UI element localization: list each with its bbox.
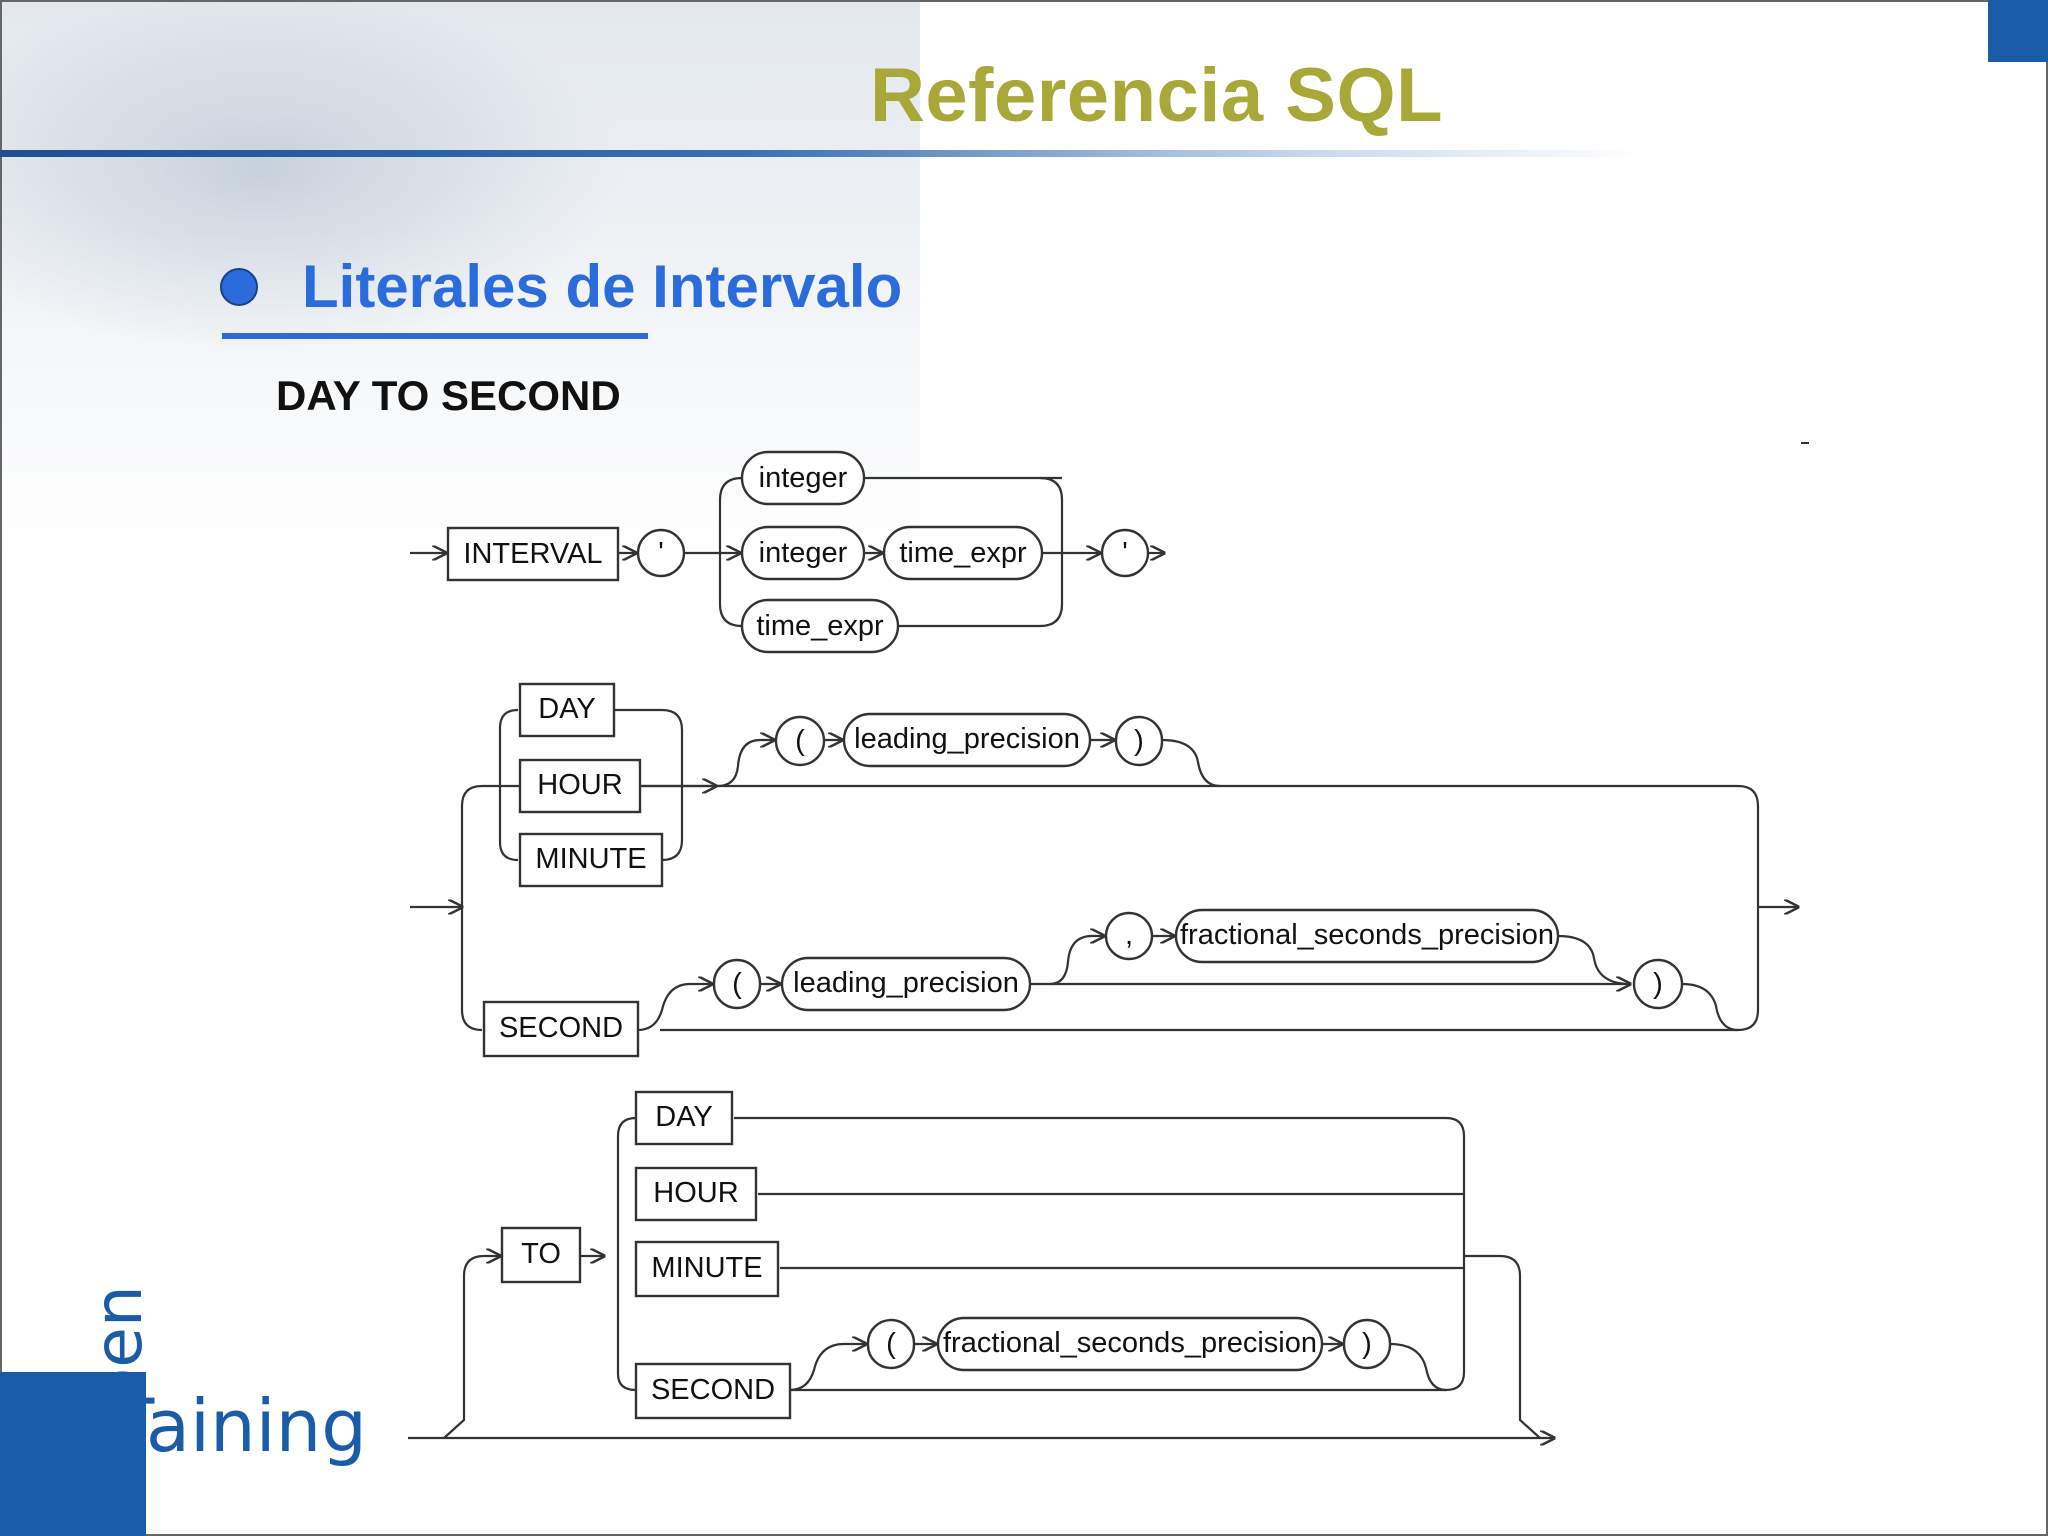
row3-opt-down — [1389, 1342, 1447, 1392]
integer-a-label: integer — [759, 462, 848, 494]
row2-sec-opt-down — [1681, 982, 1739, 1032]
integer-a-pill — [740, 450, 866, 506]
fractional-a-label: fractional_seconds_precision — [1180, 919, 1554, 951]
time-expr-b-pill — [740, 598, 900, 654]
logo-training-text: training — [88, 1384, 367, 1468]
leading-precision-b-pill — [780, 956, 1032, 1012]
frame-top-border — [0, 0, 2048, 2]
paren-close-c-symbol: ) — [1362, 1328, 1372, 1360]
fractional-b-label: fractional_seconds_precision — [943, 1327, 1317, 1359]
row2-frac-up — [1049, 936, 1104, 986]
row3-minute-keyword: MINUTE — [651, 1252, 762, 1284]
row2-opt-up — [717, 740, 774, 788]
row3-choice-merge — [790, 1116, 1466, 1392]
row3-hour-keyword: HOUR — [653, 1177, 738, 1209]
quote-close-symbol: ' — [1122, 537, 1128, 569]
leading-precision-a-pill — [842, 712, 1092, 768]
row1-lines — [410, 476, 1164, 628]
row2-sec-opt-up — [637, 984, 712, 1032]
integer-b-label: integer — [759, 537, 848, 569]
fractional-b-pill — [936, 1316, 1324, 1372]
to-keyword: TO — [521, 1238, 561, 1270]
fractional-a-pill — [1174, 908, 1560, 964]
row3-second-keyword: SECOND — [651, 1374, 775, 1406]
slide-title: Referencia SQL — [870, 53, 1443, 138]
row3-exit-down — [1464, 1254, 1541, 1439]
row2-outer-loop — [460, 784, 1760, 1032]
day-keyword: DAY — [538, 693, 595, 725]
row3-to-up — [443, 1256, 500, 1439]
minute-box — [518, 832, 664, 888]
paren-open-c-symbol: ( — [886, 1328, 896, 1360]
comma-pill — [1104, 911, 1154, 961]
leading-precision-b-label: leading_precision — [793, 967, 1019, 999]
row1-boxes: INTERVAL ' integer integer time_expr tim… — [446, 450, 1150, 654]
row1-branch-top — [718, 476, 743, 553]
paren-open-b-pill — [712, 958, 762, 1010]
row2-boxes: DAY HOUR MINUTE ( leading_precision ) SE… — [482, 682, 1684, 1058]
quote-open-symbol: ' — [658, 537, 664, 569]
row3-hour-box — [634, 1166, 758, 1222]
bullet-icon — [220, 268, 258, 306]
paren-close-b-symbol: ) — [1653, 968, 1663, 1000]
hour-box — [518, 758, 642, 814]
to-box — [500, 1226, 582, 1284]
time-expr-a-pill — [882, 525, 1044, 581]
logo-block — [0, 1372, 146, 1536]
frame-left-border — [0, 0, 2, 1536]
comma-symbol: , — [1125, 919, 1133, 951]
row3-day-keyword: DAY — [655, 1101, 712, 1133]
day-box — [518, 682, 616, 738]
frame-right-border — [2046, 0, 2048, 1536]
minute-keyword: MINUTE — [535, 843, 646, 875]
row3-lines — [408, 1116, 1554, 1439]
row2-lines — [410, 708, 1798, 1032]
time-expr-a-label: time_expr — [899, 537, 1027, 569]
frame-bottom-border — [0, 1534, 2048, 1536]
stray-dash — [1801, 442, 1809, 444]
row3-minute-box — [634, 1240, 780, 1298]
section-heading: Literales de Intervalo — [302, 253, 903, 320]
paren-close-c-pill — [1342, 1318, 1392, 1370]
quote-open-pill — [636, 528, 686, 578]
interval-keyword: INTERVAL — [463, 538, 602, 570]
paren-close-a-symbol: ) — [1134, 725, 1144, 757]
paren-open-a-pill — [774, 715, 826, 767]
row3-choice-bottom — [616, 1256, 637, 1392]
integer-b-pill — [740, 525, 866, 581]
paren-open-c-pill — [866, 1318, 916, 1370]
row3-opt-up — [789, 1344, 866, 1392]
paren-open-b-symbol: ( — [732, 968, 742, 1000]
row2-lower-branch — [460, 907, 483, 1032]
paren-open-a-symbol: ( — [795, 725, 805, 757]
row2-frac-down — [1557, 934, 1631, 986]
interval-box — [446, 526, 620, 582]
time-expr-b-label: time_expr — [756, 610, 884, 642]
row3-choice-top — [616, 1116, 637, 1256]
second-box — [482, 1000, 640, 1058]
paren-close-b-pill — [1632, 958, 1684, 1010]
subheading: DAY TO SECOND — [276, 372, 621, 419]
paren-close-a-pill — [1114, 715, 1164, 767]
row2-opt-down — [1161, 738, 1221, 788]
second-keyword: SECOND — [499, 1012, 623, 1044]
row1-branch-bottom — [718, 553, 743, 628]
row3-boxes: TO DAY HOUR MINUTE SECOND ( fractional_s… — [500, 1090, 1392, 1420]
row2-choice-left-top — [498, 708, 519, 806]
heading-underline — [222, 333, 648, 339]
row1-merge — [1039, 476, 1064, 628]
hour-keyword: HOUR — [537, 769, 622, 801]
title-rule — [0, 150, 1640, 157]
row2-choice-left-bottom — [498, 806, 519, 862]
leading-precision-a-label: leading_precision — [854, 723, 1080, 755]
row3-day-box — [634, 1090, 734, 1146]
quote-close-pill — [1100, 528, 1150, 578]
row3-second-box — [634, 1362, 792, 1420]
corner-square — [1988, 0, 2048, 62]
